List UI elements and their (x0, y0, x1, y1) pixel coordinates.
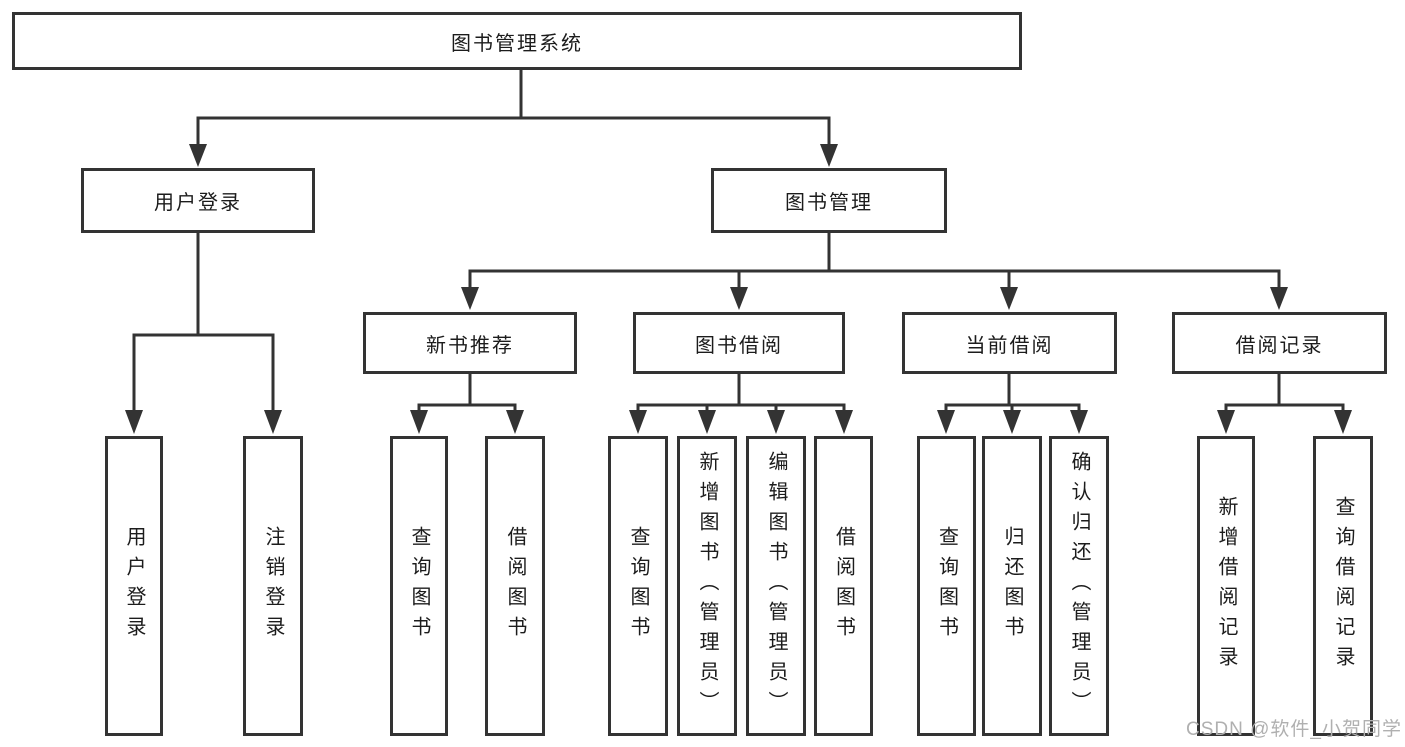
leaf-logout-label: 注销登录 (262, 526, 284, 646)
leaf-newbooks-query-books-label: 查询图书 (408, 526, 430, 646)
leaf-current-return-books: 归还图书 (982, 436, 1042, 736)
leaf-newbooks-query-books: 查询图书 (390, 436, 448, 736)
csdn-watermark: CSDN @软件_小贺同学 (1186, 719, 1402, 740)
leaf-user-login: 用户登录 (105, 436, 163, 736)
leaf-user-login-label: 用户登录 (123, 526, 145, 646)
node-user-login-label: 用户登录 (154, 192, 242, 214)
leaf-logout: 注销登录 (243, 436, 303, 736)
node-book-management-label: 图书管理 (785, 192, 873, 214)
node-user-login: 用户登录 (81, 168, 315, 233)
node-borrow-records-label: 借阅记录 (1235, 334, 1324, 357)
leaf-current-query-books-label: 查询图书 (935, 526, 958, 646)
leaf-current-return-books-label: 归还图书 (1001, 526, 1023, 646)
node-root-system: 图书管理系统 (12, 12, 1022, 70)
leaf-records-add-record-label: 新增借阅记录 (1215, 496, 1237, 676)
leaf-records-add-record: 新增借阅记录 (1197, 436, 1255, 736)
leaf-borrow-borrow-books: 借阅图书 (814, 436, 873, 736)
node-new-book-recommend-label: 新书推荐 (426, 334, 514, 357)
leaf-newbooks-borrow-books: 借阅图书 (485, 436, 545, 736)
node-book-borrow: 图书借阅 (633, 312, 845, 374)
leaf-current-confirm-return-admin-label: 确认归还（管理员） (1068, 451, 1090, 721)
leaf-borrow-add-books-admin: 新增图书（管理员） (677, 436, 737, 736)
node-book-borrow-label: 图书借阅 (695, 334, 783, 357)
node-new-book-recommend: 新书推荐 (363, 312, 577, 374)
leaf-current-confirm-return-admin: 确认归还（管理员） (1049, 436, 1109, 736)
leaf-records-query-record-label: 查询借阅记录 (1332, 496, 1354, 676)
node-current-borrow-label: 当前借阅 (965, 334, 1054, 357)
leaf-newbooks-borrow-books-label: 借阅图书 (504, 526, 526, 646)
leaf-borrow-edit-books-admin-label: 编辑图书（管理员） (765, 451, 787, 721)
leaf-borrow-add-books-admin-label: 新增图书（管理员） (696, 451, 718, 721)
leaf-records-query-record: 查询借阅记录 (1313, 436, 1373, 736)
leaf-borrow-borrow-books-label: 借阅图书 (832, 526, 855, 646)
node-root-system-label: 图书管理系统 (451, 32, 583, 55)
leaf-borrow-edit-books-admin: 编辑图书（管理员） (746, 436, 806, 736)
leaf-borrow-query-books-label: 查询图书 (627, 526, 649, 646)
leaf-borrow-query-books: 查询图书 (608, 436, 668, 736)
leaf-current-query-books: 查询图书 (917, 436, 976, 736)
node-current-borrow: 当前借阅 (902, 312, 1117, 374)
node-borrow-records: 借阅记录 (1172, 312, 1387, 374)
node-book-management: 图书管理 (711, 168, 947, 233)
